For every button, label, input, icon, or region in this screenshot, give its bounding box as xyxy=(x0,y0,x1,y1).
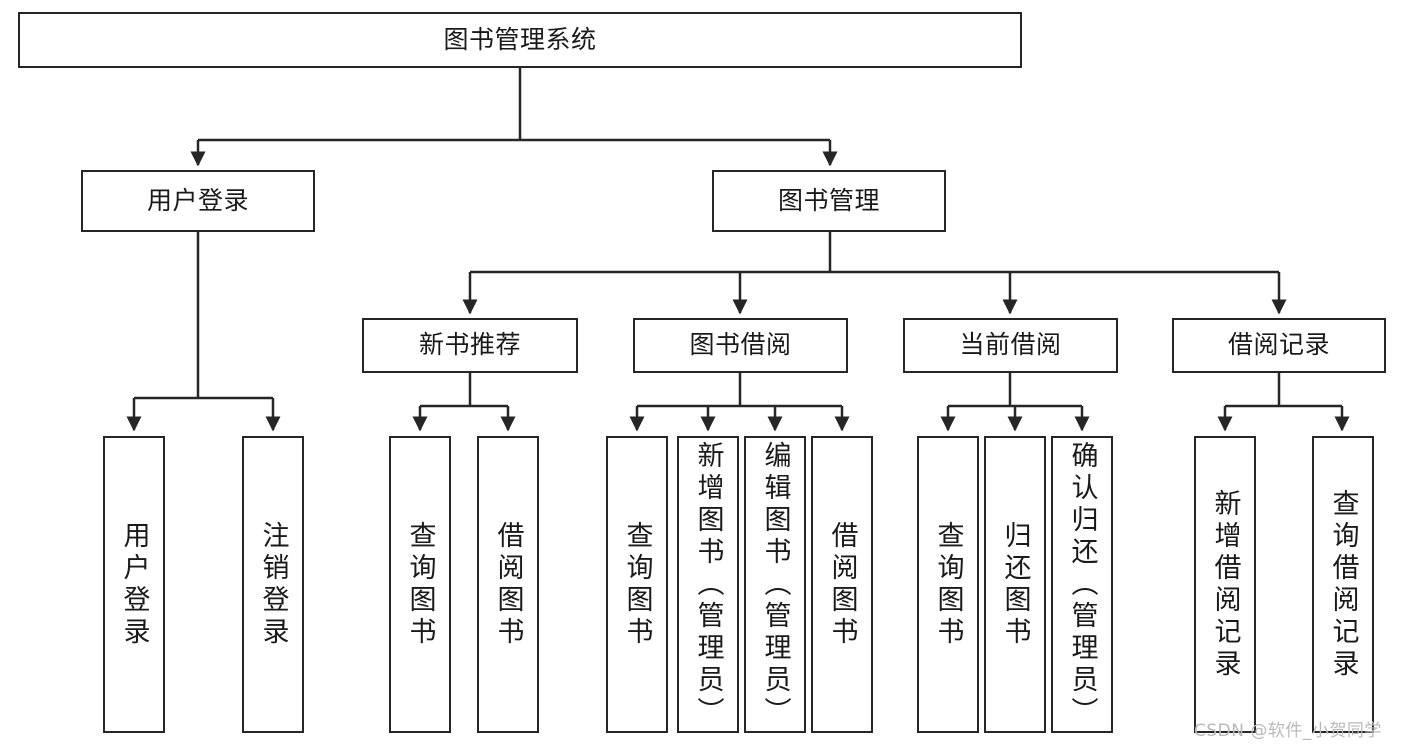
leaf-current-return-book[interactable]: 归还图书 xyxy=(984,436,1046,733)
leaf-borrow-edit-book[interactable]: 编辑图书（管理员） xyxy=(744,436,806,733)
csdn-watermark: CSDN @软件_小贺同学 xyxy=(1194,721,1382,741)
leaf-user-login-logout[interactable]: 注销登录 xyxy=(242,436,304,733)
node-label: 新书推荐 xyxy=(418,330,521,360)
node-user-login[interactable]: 用户登录 xyxy=(81,170,315,232)
node-label: 借阅图书 xyxy=(492,520,524,649)
node-new-book-recommend[interactable]: 新书推荐 xyxy=(362,318,578,373)
leaf-borrow-add-book[interactable]: 新增图书（管理员） xyxy=(677,436,739,733)
node-label: 新增图书（管理员） xyxy=(692,440,724,729)
node-root-system[interactable]: 图书管理系统 xyxy=(18,12,1022,68)
node-label: 注销登录 xyxy=(257,520,289,649)
node-label: 查询图书 xyxy=(404,520,436,649)
leaf-record-query-record[interactable]: 查询借阅记录 xyxy=(1312,436,1374,733)
leaf-borrow-query-book[interactable]: 查询图书 xyxy=(606,436,668,733)
node-label: 图书借阅 xyxy=(689,330,792,360)
node-label: 用户登录 xyxy=(118,520,150,649)
leaf-user-login-login[interactable]: 用户登录 xyxy=(103,436,165,733)
leaf-borrow-borrow-book[interactable]: 借阅图书 xyxy=(811,436,873,733)
node-label: 查询图书 xyxy=(932,520,964,649)
node-book-management[interactable]: 图书管理 xyxy=(712,170,946,232)
node-book-borrow[interactable]: 图书借阅 xyxy=(633,318,848,373)
leaf-recommend-query-book[interactable]: 查询图书 xyxy=(389,436,451,733)
leaf-recommend-borrow-book[interactable]: 借阅图书 xyxy=(477,436,539,733)
node-label: 借阅图书 xyxy=(826,520,858,649)
node-label: 图书管理 xyxy=(777,185,880,215)
node-label: 用户登录 xyxy=(146,185,249,215)
node-borrow-record[interactable]: 借阅记录 xyxy=(1172,318,1386,373)
leaf-current-confirm-return[interactable]: 确认归还（管理员） xyxy=(1051,436,1113,733)
node-label: 确认归还（管理员） xyxy=(1066,440,1098,729)
node-label: 编辑图书（管理员） xyxy=(759,440,791,729)
node-label: 借阅记录 xyxy=(1227,330,1330,360)
node-label: 查询图书 xyxy=(621,520,653,649)
node-label: 当前借阅 xyxy=(959,330,1062,360)
node-label: 图书管理系统 xyxy=(443,24,597,54)
node-label: 新增借阅记录 xyxy=(1209,488,1241,681)
node-current-borrow[interactable]: 当前借阅 xyxy=(903,318,1118,373)
leaf-record-add-record[interactable]: 新增借阅记录 xyxy=(1194,436,1256,733)
node-label: 查询借阅记录 xyxy=(1327,488,1359,681)
leaf-current-query-book[interactable]: 查询图书 xyxy=(917,436,979,733)
node-label: 归还图书 xyxy=(999,520,1031,649)
